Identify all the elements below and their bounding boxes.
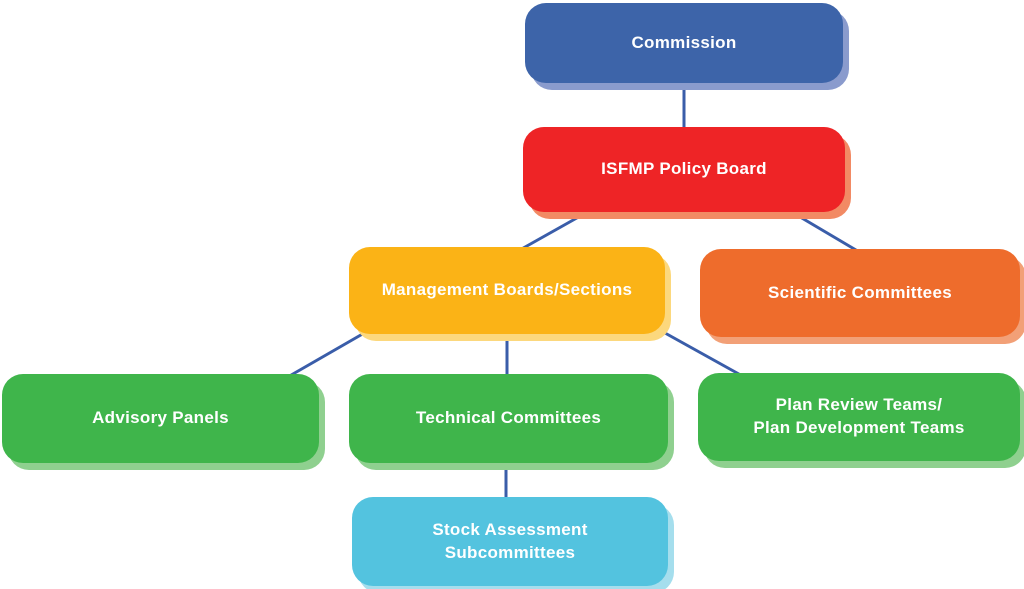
node-stock-assessment-subcommittees: Stock Assessment Subcommittees [352,497,668,586]
node-advisory-panels: Advisory Panels [2,374,319,463]
node-plan-review-teams-label: Plan Review Teams/ Plan Development Team… [753,395,965,437]
node-scientific-committees: Scientific Committees [700,249,1020,337]
node-plan-review-teams: Plan Review Teams/ Plan Development Team… [698,373,1020,461]
node-management-boards-sections: Management Boards/Sections [349,247,665,334]
node-commission: Commission [525,3,843,83]
node-scientific-committees-label: Scientific Committees [768,282,952,302]
edge-isfmp-management [516,208,593,253]
node-management-boards-sections-label: Management Boards/Sections [381,280,633,300]
node-isfmp-policy-board: ISFMP Policy Board [523,127,845,212]
node-stock-assessment-subcommittees-label: Stock Assessment Subcommittees [432,519,588,562]
node-advisory-panels-label: Advisory Panels [92,408,229,428]
node-isfmp-policy-board-label: ISFMP Policy Board [601,159,767,179]
edge-isfmp-scientific [788,209,863,255]
node-technical-committees: Technical Committees [349,374,668,463]
edge-management-advisory [284,330,368,380]
node-commission-label: Commission [631,32,737,52]
edge-management-planreview [663,331,748,380]
node-technical-committees-label: Technical Committees [415,408,602,428]
